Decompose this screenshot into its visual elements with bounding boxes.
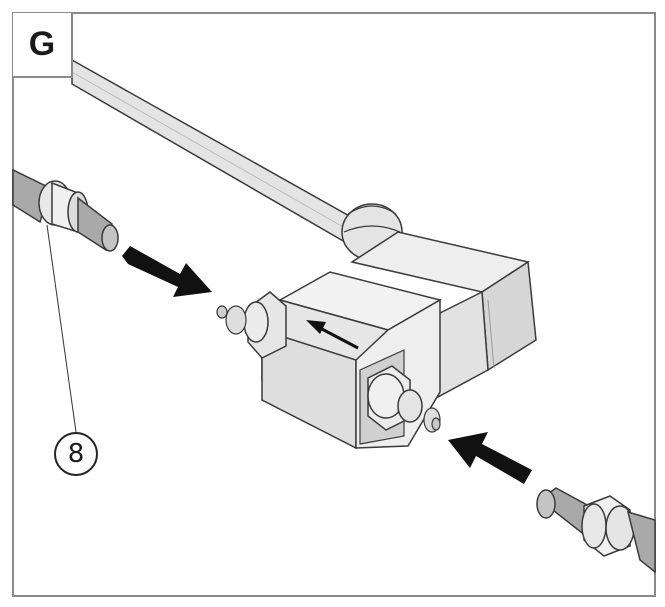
left-inlet-fitting [216,291,287,359]
flow-direction-arrow-icon [306,320,359,350]
right-pipe-with-fitting [536,487,656,574]
step-label: G [28,25,56,63]
part-callout-8: 8 [54,432,98,476]
left-pipe-with-fitting [12,168,119,252]
insertion-arrow-right [448,432,532,484]
right-outlet-fitting [367,365,441,433]
callout-leader-line [46,224,77,433]
callout-number: 8 [67,439,85,469]
insertion-arrow-left [122,246,212,297]
step-label-box: G [13,13,73,78]
